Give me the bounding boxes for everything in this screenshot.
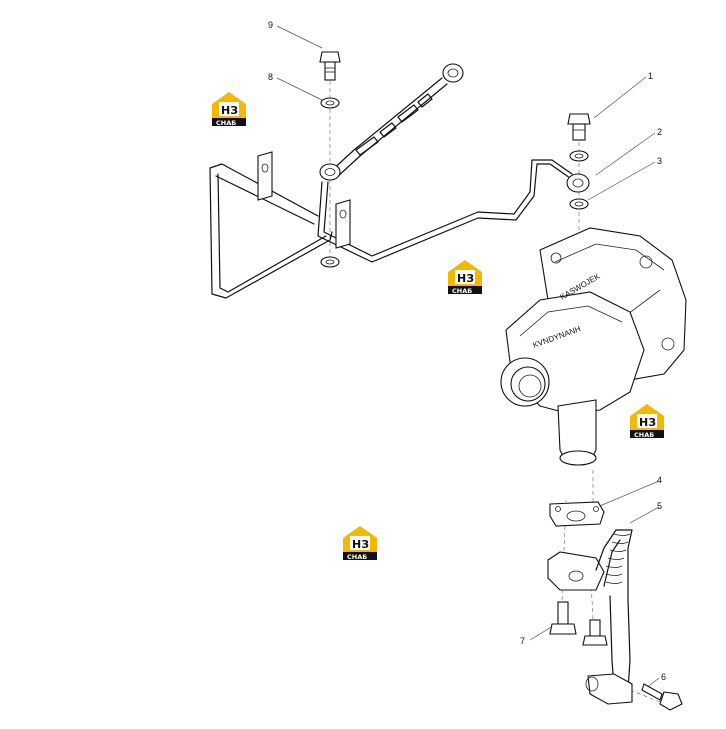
callout-labels: 9 8 1 2 3 4 5 6 7 bbox=[268, 20, 666, 682]
callout-6: 6 bbox=[661, 672, 666, 682]
callout-5: 5 bbox=[657, 501, 662, 511]
watermark-logo-2: НЗ СНАБ bbox=[448, 260, 482, 295]
turbocharger: KASWOJEK KVNDYNANH bbox=[500, 227, 687, 466]
callout-1: 1 bbox=[648, 71, 653, 81]
callout-4: 4 bbox=[657, 475, 662, 485]
leader-lines bbox=[276, 25, 660, 690]
oil-feed-line bbox=[209, 63, 590, 299]
logo-letters: НЗ bbox=[457, 272, 474, 285]
gasket-4 bbox=[549, 501, 605, 527]
washer-3 bbox=[569, 198, 589, 210]
bolt-7-right bbox=[582, 619, 608, 646]
washer-2 bbox=[569, 150, 589, 162]
bolt-7-left bbox=[549, 601, 577, 635]
logo-subtext: СНАБ bbox=[347, 553, 367, 561]
callout-3: 3 bbox=[657, 156, 662, 166]
logo-subtext: СНАБ bbox=[216, 119, 236, 127]
banjo-bolt-1 bbox=[567, 113, 591, 141]
logo-letters: НЗ bbox=[639, 416, 656, 429]
callout-8: 8 bbox=[268, 72, 273, 82]
lower-washer bbox=[320, 256, 340, 268]
logo-letters: НЗ bbox=[352, 538, 369, 551]
watermark-logo-1: НЗ СНАБ bbox=[212, 92, 246, 127]
banjo-bolt-9 bbox=[319, 51, 341, 81]
callout-7: 7 bbox=[520, 636, 525, 646]
logo-subtext: СНАБ bbox=[452, 287, 472, 295]
callout-2: 2 bbox=[657, 127, 662, 137]
logo-subtext: СНАБ bbox=[634, 431, 654, 439]
washer-8 bbox=[320, 97, 340, 109]
logo-letters: НЗ bbox=[221, 104, 238, 117]
oil-drain-pipe bbox=[547, 529, 633, 705]
bolt-6 bbox=[641, 683, 683, 711]
watermark-logo-4: НЗ СНАБ bbox=[343, 526, 377, 561]
watermark-logo-3: НЗ СНАБ bbox=[630, 404, 664, 439]
callout-9: 9 bbox=[268, 20, 273, 30]
